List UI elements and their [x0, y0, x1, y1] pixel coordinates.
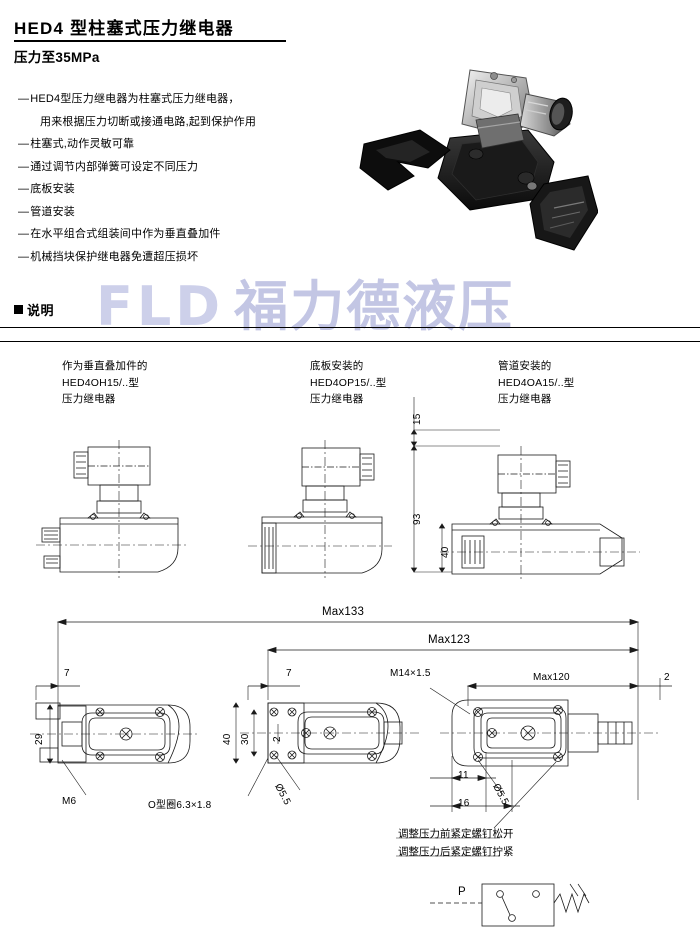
variant-caption-line3: 压力继电器	[62, 393, 116, 405]
dash: —	[18, 138, 30, 150]
elevation-view-1	[36, 440, 188, 578]
dim-max120: Max120	[533, 672, 570, 683]
square-bullet-icon	[14, 305, 23, 314]
title-underline	[14, 40, 286, 42]
product-photo	[358, 58, 598, 273]
watermark-latin: FLD	[96, 275, 225, 338]
dim-93: 93	[412, 513, 423, 525]
note-after-adjust: 调整压力后紧定螺钉拧紧	[398, 846, 514, 858]
dim-40-plan: 40	[222, 733, 233, 745]
list-item: —通过调节内部弹簧可设定不同压力	[18, 156, 348, 179]
variant-caption-line1: 作为垂直叠加件的	[62, 360, 148, 372]
dim-11: 11	[458, 770, 469, 781]
dim-16: 16	[458, 798, 470, 809]
symbol-port-p: P	[458, 886, 466, 898]
dim-7-mid: 7	[286, 668, 292, 679]
variant-caption-line3: 压力继电器	[498, 393, 552, 405]
list-item-label: 底板安装	[30, 183, 76, 195]
list-item: —管道安装	[18, 201, 348, 224]
section-divider-2	[0, 341, 700, 342]
section-heading: 说明	[14, 300, 54, 319]
variant-caption-1: 作为垂直叠加件的 HED4OH15/..型 压力继电器	[62, 358, 148, 408]
list-item-label: 柱塞式,动作灵敏可靠	[30, 138, 135, 150]
dash: —	[18, 93, 30, 105]
list-item: —底板安装	[18, 178, 348, 201]
list-item: —机械挡块保护继电器免遭超压损坏	[18, 246, 348, 269]
elevation-view-2	[248, 440, 392, 578]
dim-30: 30	[240, 733, 251, 745]
photo-detached-block	[529, 175, 598, 251]
variant-caption-line3: 压力继电器	[310, 393, 364, 405]
dash: —	[18, 228, 30, 240]
variant-caption-3: 管道安装的 HED4OA15/..型 压力继电器	[498, 358, 575, 408]
dash: —	[18, 250, 30, 263]
dim-2-plan: 2	[272, 736, 283, 742]
list-item-label: 用来根据压力切断或接通电路,起到保护作用	[40, 115, 257, 128]
photo-body	[437, 129, 555, 211]
feature-list: —HED4型压力继电器为柱塞式压力继电器， 用来根据压力切断或接通电路,起到保护…	[18, 88, 348, 268]
list-item: —HED4型压力继电器为柱塞式压力继电器，	[18, 88, 348, 111]
dim-40-elevation: 40	[440, 546, 451, 558]
watermark-chinese: 福力德液压	[234, 275, 515, 338]
hydraulic-symbol	[430, 883, 590, 927]
dim-hole-right: Ø5.5	[490, 782, 511, 808]
dim-hole-left: Ø5.5	[272, 782, 293, 808]
variant-caption-line2: HED4OH15/..型	[62, 376, 140, 389]
list-item-label: HED4型压力继电器为柱塞式压力继电器，	[30, 93, 240, 105]
variant-caption-line1: 管道安装的	[498, 360, 552, 372]
list-item: 用来根据压力切断或接通电路,起到保护作用	[18, 111, 348, 134]
callout-m6: M6	[62, 796, 77, 807]
section-heading-label: 说明	[27, 303, 55, 318]
dash: —	[18, 205, 30, 218]
plan-view-2	[232, 702, 420, 797]
plan-view-1	[30, 702, 200, 796]
list-item-label: 管道安装	[30, 205, 76, 218]
variant-caption-2: 底板安装的 HED4OP15/..型 压力继电器	[310, 358, 387, 408]
list-item-label: 通过调节内部弹簧可设定不同压力	[30, 160, 199, 173]
list-item-label: 机械挡块保护继电器免遭超压损坏	[30, 250, 199, 263]
dim-7-left: 7	[64, 668, 70, 679]
note-before-adjust: 调整压力前紧定螺钉松开	[398, 828, 514, 840]
variant-caption-line2: HED4OP15/..型	[310, 376, 387, 389]
overall-dimension-lines	[35, 618, 672, 800]
variant-caption-line2: HED4OA15/..型	[498, 376, 575, 389]
page-title: HED4 型柱塞式压力继电器	[14, 19, 234, 38]
list-item: —在水平组合式组装间中作为垂直叠加件	[18, 223, 348, 246]
dash: —	[18, 183, 30, 195]
callout-oring: O型圈6.3×1.8	[148, 800, 212, 811]
variant-caption-line1: 底板安装的	[310, 360, 364, 372]
photo-neck	[475, 113, 525, 149]
list-item: —柱塞式,动作灵敏可靠	[18, 133, 348, 156]
dim-15: 15	[412, 413, 423, 425]
dim-2-right: 2	[664, 672, 670, 683]
dim-thread-m14: M14×1.5	[390, 668, 431, 679]
section-divider	[0, 327, 700, 328]
photo-plug	[519, 93, 573, 137]
dim-max133: Max133	[322, 606, 365, 618]
dim-29: 29	[34, 733, 45, 745]
list-item-label: 在水平组合式组装间中作为垂直叠加件	[30, 228, 221, 240]
dash: —	[18, 160, 30, 173]
photo-bracket	[359, 129, 451, 191]
dim-max123: Max123	[428, 634, 471, 646]
page-subtitle: 压力至35MPa	[14, 50, 100, 65]
